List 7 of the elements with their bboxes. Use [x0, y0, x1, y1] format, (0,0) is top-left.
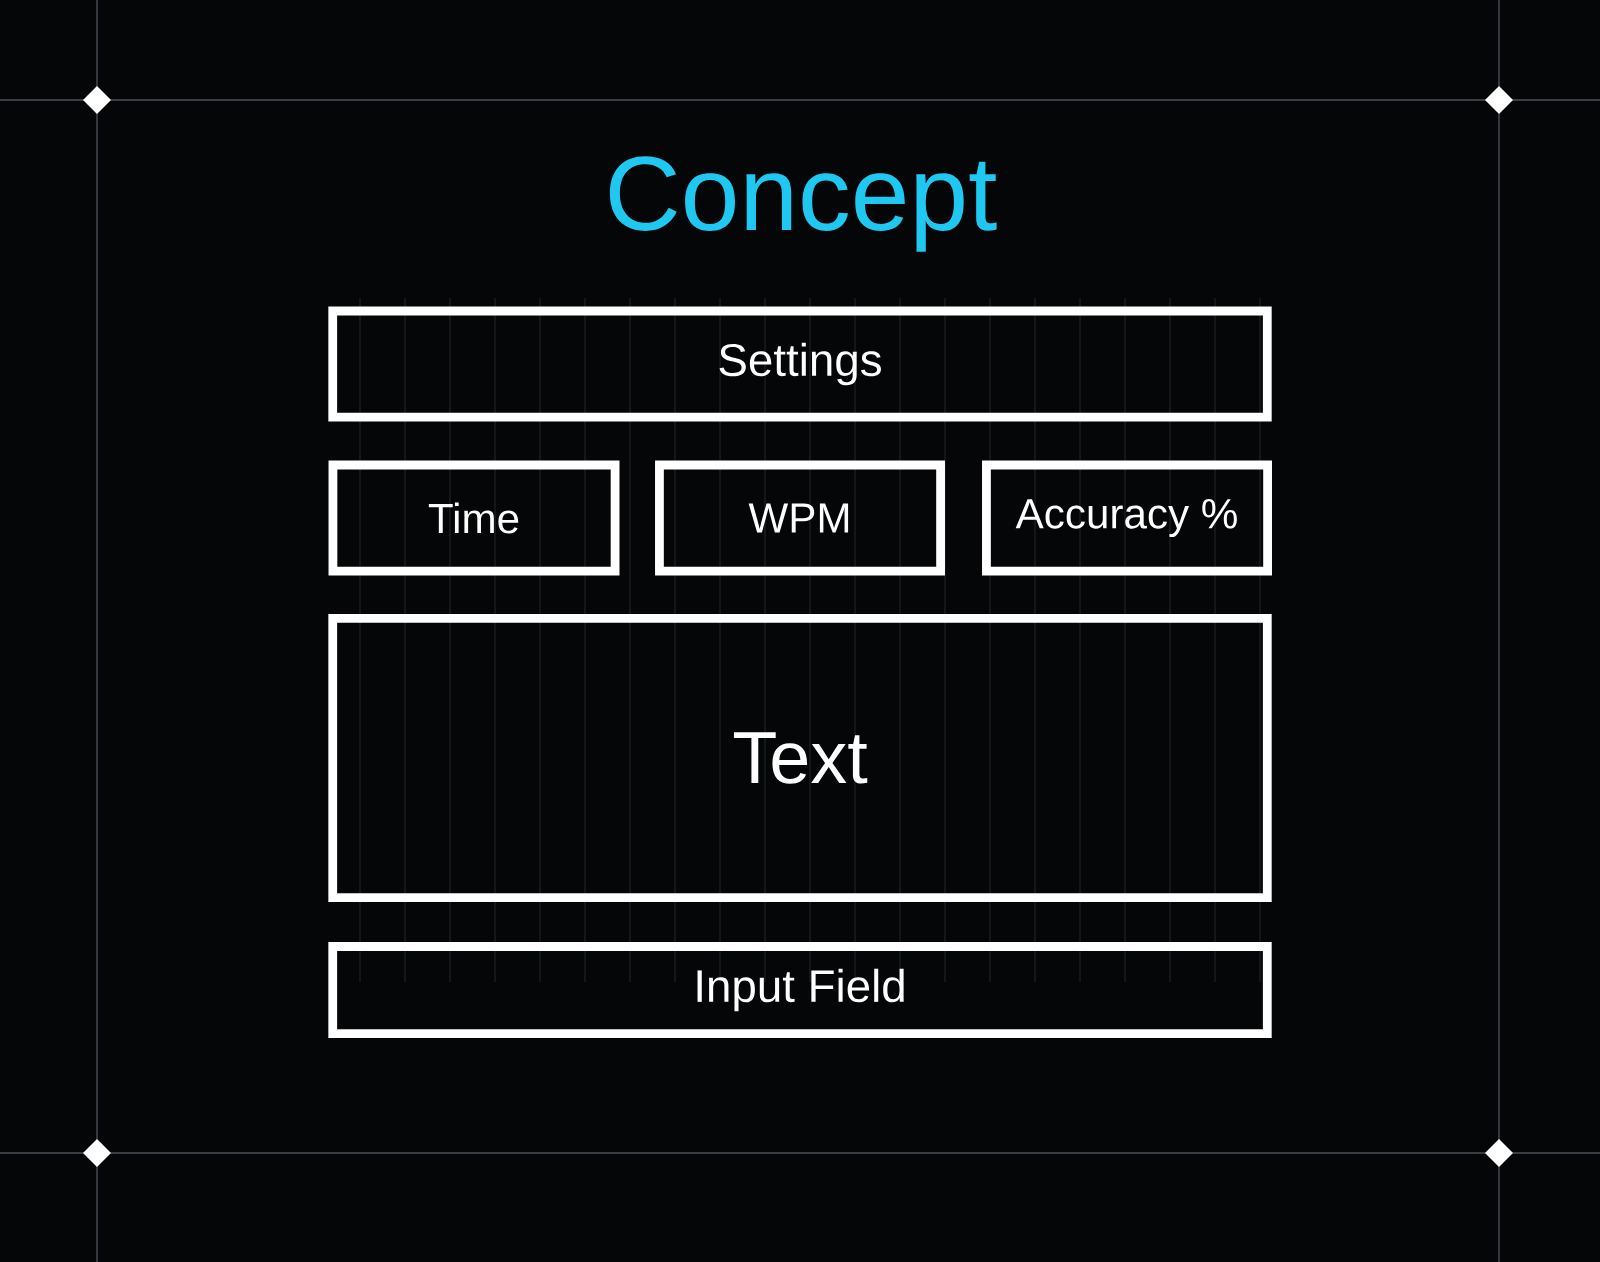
title: Concept [609, 156, 997, 252]
wireframe-box: Text [328, 614, 1272, 902]
wireframe-box: Input Field [328, 942, 1272, 1038]
wireframe-box: Settings [328, 306, 1272, 422]
wireframe-box: Time [328, 460, 620, 576]
wireframe-box: WPM [655, 460, 945, 576]
wireframe-box: Accuracy % [982, 460, 1272, 576]
